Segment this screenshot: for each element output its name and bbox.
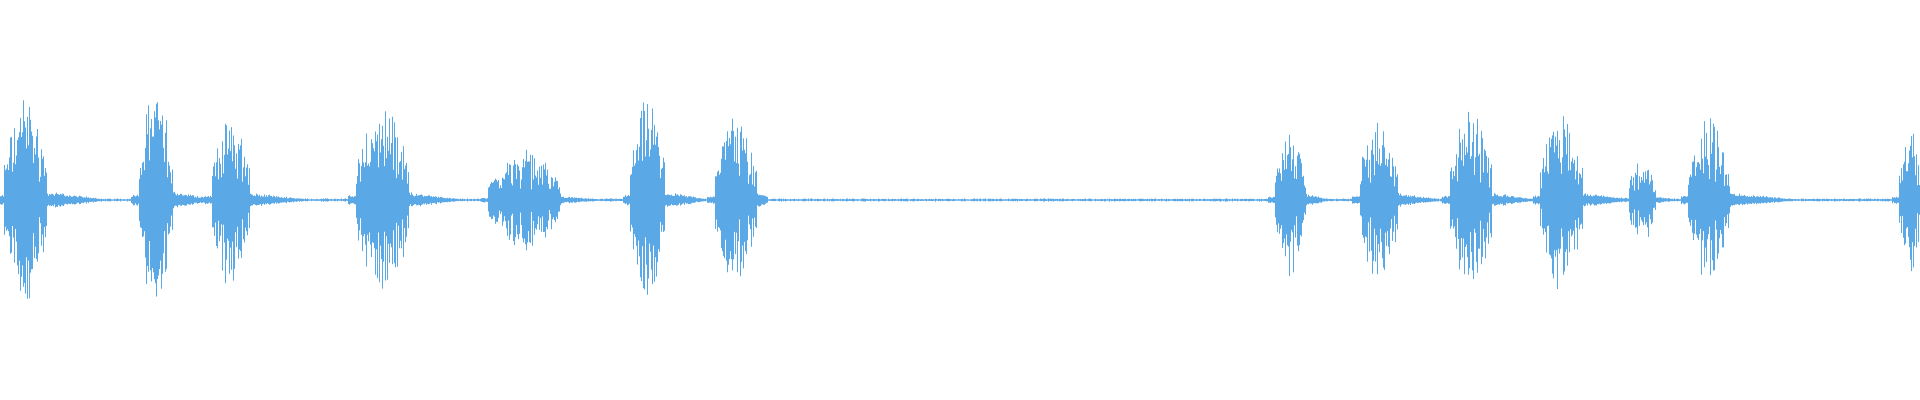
waveform-bars	[0, 100, 1920, 299]
